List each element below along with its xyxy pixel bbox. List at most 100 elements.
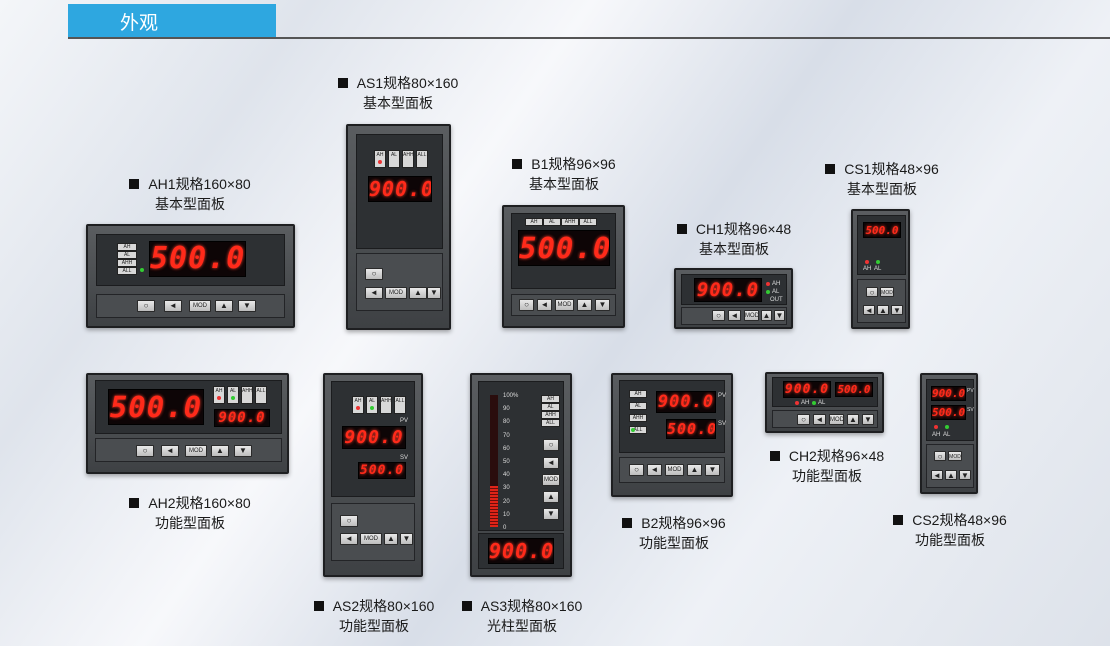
- as2-key-set[interactable]: ○: [340, 515, 358, 527]
- section-divider: [68, 37, 1110, 39]
- as2-key-mod[interactable]: MOD: [360, 533, 382, 545]
- ah1-key-shift[interactable]: ◄: [164, 300, 182, 312]
- ch2-key-set[interactable]: ○: [797, 414, 810, 425]
- as2-led-ah-text: AH: [354, 398, 362, 404]
- ah1-led-all: ALL: [117, 267, 137, 275]
- as3-scale-label: 30: [503, 485, 510, 492]
- b1-key-mod[interactable]: MOD: [555, 299, 574, 311]
- b1-key-shift[interactable]: ◄: [537, 299, 552, 311]
- ah2-key-set[interactable]: ○: [136, 445, 154, 457]
- as1-led-al-text: AL: [390, 152, 398, 158]
- ch2-key-mod[interactable]: MOD: [829, 414, 844, 425]
- b2-led-indicator: [631, 428, 635, 432]
- cs2-key-shift[interactable]: ◄: [931, 470, 943, 480]
- as3-key-shift[interactable]: ◄: [543, 457, 559, 469]
- cs2-key-down[interactable]: ▼: [959, 470, 971, 480]
- as1-key-mod[interactable]: MOD: [385, 287, 407, 299]
- b2-key-set[interactable]: ○: [629, 464, 644, 476]
- ah1-key-mod[interactable]: MOD: [189, 300, 211, 312]
- bullet-square-icon: [676, 224, 687, 234]
- cs1-display-panel: 500.0 AH AL: [857, 215, 906, 275]
- ah2-key-shift[interactable]: ◄: [161, 445, 179, 457]
- ch2-key-shift[interactable]: ◄: [813, 414, 826, 425]
- meter-as2: AH AL AHH ALL PV 900.0 SV 500.0 ○ ◄ MOD …: [323, 373, 423, 577]
- as2-key-down[interactable]: ▼: [400, 533, 413, 545]
- b1-key-set[interactable]: ○: [519, 299, 534, 311]
- b2-key-mod[interactable]: MOD: [665, 464, 684, 476]
- b2-key-shift[interactable]: ◄: [647, 464, 662, 476]
- b2-key-down[interactable]: ▼: [705, 464, 720, 476]
- cs1-key-up[interactable]: ▲: [877, 305, 889, 315]
- cs1-sub: 基本型面板: [847, 181, 917, 197]
- ch1-key-set[interactable]: ○: [712, 310, 725, 321]
- as3-key-up[interactable]: ▲: [543, 491, 559, 503]
- led-dot-icon: [378, 160, 382, 164]
- as3-bargraph-track: [490, 395, 498, 527]
- as2-keypad: ○ ◄ MOD ▲ ▼: [331, 503, 415, 561]
- ah1-key-down[interactable]: ▼: [238, 300, 256, 312]
- as2-sub: 功能型面板: [339, 618, 409, 634]
- as1-key-up[interactable]: ▲: [409, 287, 427, 299]
- ah2-key-up[interactable]: ▲: [211, 445, 229, 457]
- as1-led-all: ALL: [416, 150, 428, 168]
- b2-led-all: ALL: [629, 426, 647, 434]
- as2-key-up[interactable]: ▲: [384, 533, 398, 545]
- b1-key-up[interactable]: ▲: [577, 299, 592, 311]
- as3-key-set[interactable]: ○: [543, 439, 559, 451]
- ch1-key-down[interactable]: ▼: [774, 310, 785, 321]
- as1-key-down[interactable]: ▼: [427, 287, 441, 299]
- ah1-led-ahh: AHH: [117, 259, 137, 267]
- ah2-key-mod[interactable]: MOD: [185, 445, 207, 457]
- cs2-sv-display: 500.0: [931, 405, 966, 420]
- as3-scale-label: 20: [503, 498, 510, 505]
- ah2-key-down[interactable]: ▼: [234, 445, 252, 457]
- b1-keypad: ○ ◄ MOD ▲ ▼: [511, 294, 616, 316]
- led-dot-icon: [231, 396, 235, 400]
- b1-display-panel: AH AL AHH ALL 500.0: [511, 213, 616, 289]
- as1-led-al: AL: [388, 150, 400, 168]
- ah1-keypad: ○ ◄ MOD ▲ ▼: [96, 294, 285, 318]
- meter-as1: AH AL AHH ALL 900.0 ○ ◄ MOD ▲ ▼: [346, 124, 451, 330]
- ch2-led-al: AL: [818, 400, 826, 406]
- as3-key-mod[interactable]: MOD: [542, 474, 560, 486]
- bullet-square-icon: [622, 518, 633, 528]
- cs2-key-set[interactable]: ○: [934, 451, 946, 461]
- ah1-key-set[interactable]: ○: [137, 300, 155, 312]
- as3-sub: 光柱型面板: [487, 618, 557, 634]
- ah1-key-up[interactable]: ▲: [215, 300, 233, 312]
- ch1-key-shift[interactable]: ◄: [728, 310, 741, 321]
- as1-key-set[interactable]: ○: [365, 268, 383, 280]
- bullet-square-icon: [512, 159, 523, 169]
- as3-key-down[interactable]: ▼: [543, 508, 559, 520]
- as1-led-ah-text: AH: [376, 152, 384, 158]
- cs1-key-set[interactable]: ○: [866, 287, 878, 297]
- ch2-led-ah: AH: [801, 400, 810, 406]
- ah1-led-al: AL: [117, 251, 137, 259]
- meter-b1: AH AL AHH ALL 500.0 ○ ◄ MOD ▲ ▼: [502, 205, 625, 328]
- ah2-led-ahh-text: AHH: [242, 388, 253, 394]
- ch2-key-down[interactable]: ▼: [862, 414, 874, 425]
- as1-key-shift[interactable]: ◄: [365, 287, 383, 299]
- as3-scale-label: 50: [503, 459, 510, 465]
- cs2-key-mod[interactable]: MOD: [948, 451, 962, 461]
- ch2-key-up[interactable]: ▲: [847, 414, 859, 425]
- b2-pv-tag: PV: [718, 393, 727, 399]
- cs1-key-shift[interactable]: ◄: [863, 305, 875, 315]
- ch1-key-mod[interactable]: MOD: [744, 310, 759, 321]
- cs2-key-up[interactable]: ▲: [945, 470, 957, 480]
- ah2-keypad: ○ ◄ MOD ▲ ▼: [95, 438, 282, 462]
- b1-key-down[interactable]: ▼: [595, 299, 610, 311]
- cs1-key-mod[interactable]: MOD: [880, 287, 894, 297]
- as2-key-shift[interactable]: ◄: [340, 533, 358, 545]
- cs1-key-down[interactable]: ▼: [891, 305, 903, 315]
- b2-key-up[interactable]: ▲: [687, 464, 702, 476]
- as1-label: AS1规格80×160: [356, 75, 459, 91]
- ch1-key-up[interactable]: ▲: [761, 310, 772, 321]
- as3-led-all: ALL: [541, 419, 560, 427]
- cs1-label: CS1规格48×96: [844, 161, 939, 177]
- as2-led-al-text: AL: [368, 398, 376, 404]
